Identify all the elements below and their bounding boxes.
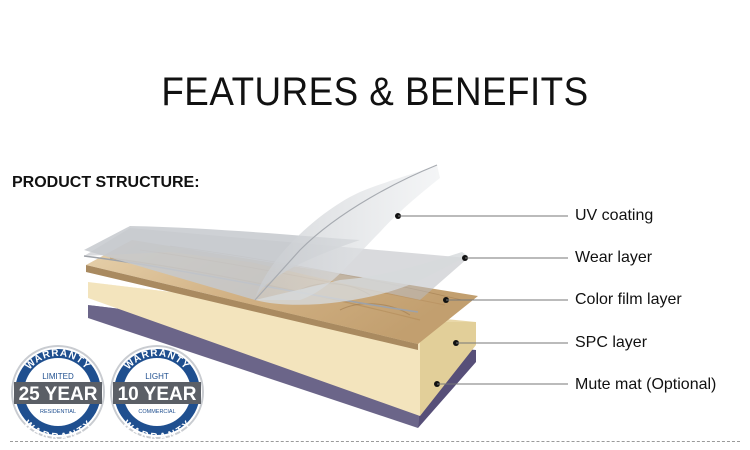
badge2-tier: LIGHT xyxy=(145,372,169,381)
badge1-years: 25 YEAR xyxy=(19,384,98,405)
layer-label-color-film: Color film layer xyxy=(575,291,682,308)
leader-uv xyxy=(395,213,568,219)
layer-label-mute-mat: Mute mat (Optional) xyxy=(575,376,717,393)
badge1-tier: LIMITED xyxy=(42,372,74,381)
leader-color-film xyxy=(443,297,568,303)
layer-label-spc: SPC layer xyxy=(575,334,648,351)
badge1-type: RESIDENTIAL xyxy=(40,409,76,415)
layer-label-wear-layer: Wear layer xyxy=(575,249,653,266)
section-subtitle: PRODUCT STRUCTURE: xyxy=(12,174,200,191)
page-title: FEATURES & BENEFITS xyxy=(161,70,589,114)
bottom-divider xyxy=(10,441,740,442)
uv-coating-layer xyxy=(84,164,468,305)
layer-label-uv-coating: UV coating xyxy=(575,207,654,224)
leader-mute-mat xyxy=(434,381,568,387)
leader-spc xyxy=(453,340,568,346)
leader-wear xyxy=(462,255,568,261)
badge2-type: COMMERCIAL xyxy=(138,409,175,415)
badge2-years: 10 YEAR xyxy=(118,384,197,405)
warranty-badge-25-year: WARRANTY WARRANTY LIMITED 25 YEAR RESIDE… xyxy=(11,345,105,443)
warranty-badge-10-year: WARRANTY WARRANTY LIGHT 10 YEAR COMMERCI… xyxy=(110,345,204,443)
